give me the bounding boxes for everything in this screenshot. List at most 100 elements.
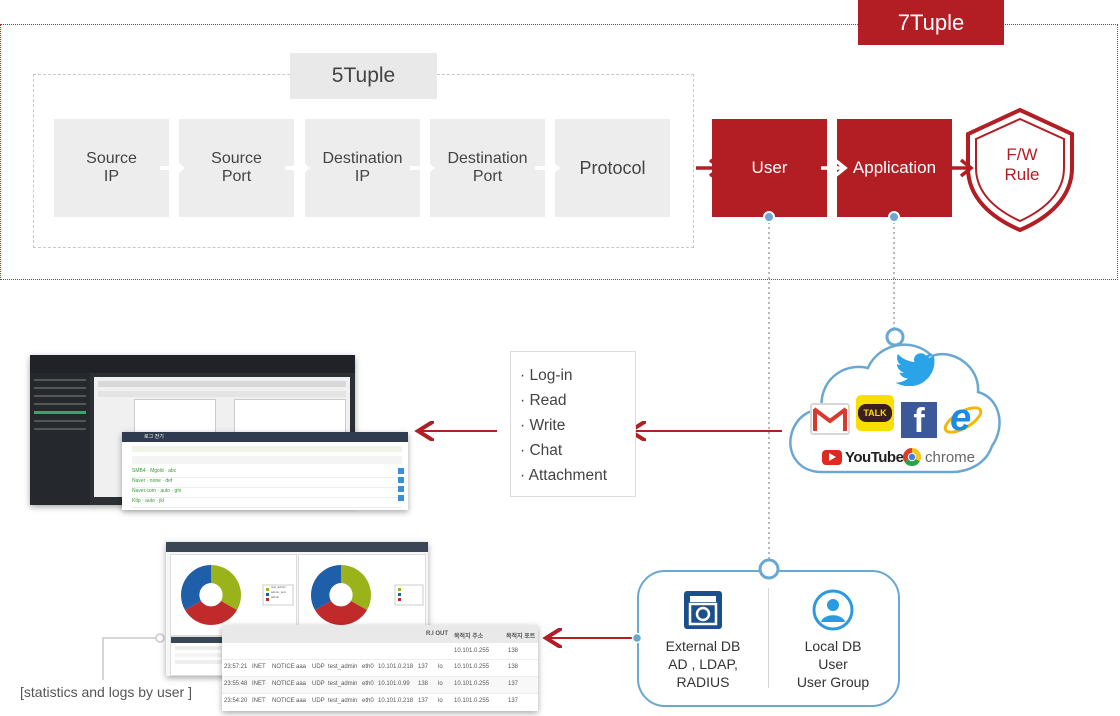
log-row-name: auto [160,488,171,494]
pie-chart-right [310,565,424,626]
twitter-icon [896,353,935,386]
user-box: User [712,119,827,217]
five-tuple-label: 5Tuple [290,53,437,99]
source-ip-box: Source IP [54,119,169,217]
action-write: · Write [520,417,566,434]
log-row-name: none [149,478,161,484]
external-db-icon [684,591,722,629]
cell: 137 [418,698,429,704]
cell: test_admin [328,664,358,670]
log-window-tab: 로그 전기 [144,434,164,440]
destination-port-label: Destination Port [447,150,528,185]
cell: 137 [418,664,429,670]
app-sidebar [30,373,90,505]
log-row-host: def [165,478,173,484]
local-db-user-icon [812,589,854,631]
red-chevron-arrows [696,158,723,178]
pie-panel-left: test_admin admin_test admin [170,554,297,636]
log-table-row: 23:57:21 INET NOTICE aaa UDP test_admin … [222,659,538,676]
log-row-ip: Ktlp [132,498,141,504]
cell: eth0 [362,681,374,687]
cell: UDP [312,681,325,687]
destination-ip-box: Destination IP [305,119,420,217]
cell: 137 [508,698,519,704]
cell: NOTICE [272,681,295,687]
cell: INET [252,681,266,687]
log-window-screenshot: 로그 전기 SMB4 · Mgold · abc Naver · none · … [122,432,408,510]
log-row: Ktlp · auto · jkl [132,498,402,508]
log-row: Naver · none · def [132,478,402,488]
facebook-letter: f [913,402,925,440]
db-connector-ring [758,558,780,580]
col-header: 목적지 포트 [506,634,536,640]
talk-badge: TALK [858,404,892,422]
cell: 10.101.0.99 [378,681,410,687]
cell: 138 [508,664,519,670]
stats-caption: [statistics and logs by user ] [20,684,192,700]
user-label: User [751,158,788,177]
internet-explorer-icon: e [942,398,984,440]
cell: aaa [296,681,307,687]
cell: 10.101.0.218 [378,664,414,670]
cell: 10.101.0.218 [378,698,414,704]
chrome-logo-icon [903,448,921,466]
cell: 23:54:20 [224,698,248,704]
cell: eth0 [362,698,374,704]
cell: lo [438,664,443,670]
cell: UDP [312,664,325,670]
external-db-label: External DB AD , LDAP, RADIUS [665,638,741,690]
seven-tuple-label: 7Tuple [858,0,1004,45]
cell: lo [438,698,443,704]
log-row-name: auto [145,498,155,504]
action-attachment: · Attachment [520,467,608,484]
log-table-row: 23:55:48 INET NOTICE aaa UDP test_admin … [222,676,538,693]
log-window-action-icons [398,468,404,504]
ie-letter: e [950,397,972,439]
cell: UDP [312,698,325,704]
source-port-label: Source Port [211,150,262,185]
cell: 10.101.0.255 [454,698,490,704]
cell: 23:55:48 [224,681,248,687]
log-window-rows: SMB4 · Mgold · abc Naver · none · def Na… [132,468,402,508]
col-header: R.I OUT [426,631,448,637]
source-port-box: Source Port [179,119,294,217]
cell: INET [252,664,266,670]
cell: eth0 [362,664,374,670]
facebook-icon: f [901,402,937,438]
actions-box [510,351,636,497]
log-row-host: ghi [174,488,182,494]
youtube-you-label: You [845,448,871,466]
db-divider [768,588,769,688]
gmail-icon [810,403,850,435]
cell: 10.101.0.255 [454,681,490,687]
legend-item: admin [271,595,280,599]
cell: NOTICE [272,698,295,704]
youtube-play-icon [822,449,842,465]
kakaotalk-icon: TALK [856,395,894,431]
cell: 10.101.0.255 [454,648,490,654]
chevron-arrows [160,158,561,178]
db-connector-dot [631,632,643,644]
shield-icon [966,107,1074,233]
cell: 138 [418,681,429,687]
log-row-host: abc [168,468,177,474]
cell: 10.101.0.255 [454,664,490,670]
cell: 138 [508,648,519,654]
cell: aaa [296,664,307,670]
cell: 23:57:21 [224,664,248,670]
local-db-label: Local DB User User Group [796,638,870,690]
legend-item: admin_test [271,590,286,594]
app-toolbar [30,355,355,373]
cell: NOTICE [272,664,295,670]
pie-chart-left [180,565,294,626]
protocol-label: Protocol [579,158,646,178]
log-row: Naver.com · auto · ghi [132,488,402,498]
log-table-header: R.I OUT 목적지 주소 목적지 포트 [222,625,538,643]
source-ip-label: Source IP [86,150,137,185]
youtube-tube-label: Tube [870,448,904,466]
log-row: SMB4 · Mgold · abc [132,468,402,478]
fw-rule-label: F/W Rule [1004,145,1040,184]
legend-item: test_admin [271,585,286,589]
